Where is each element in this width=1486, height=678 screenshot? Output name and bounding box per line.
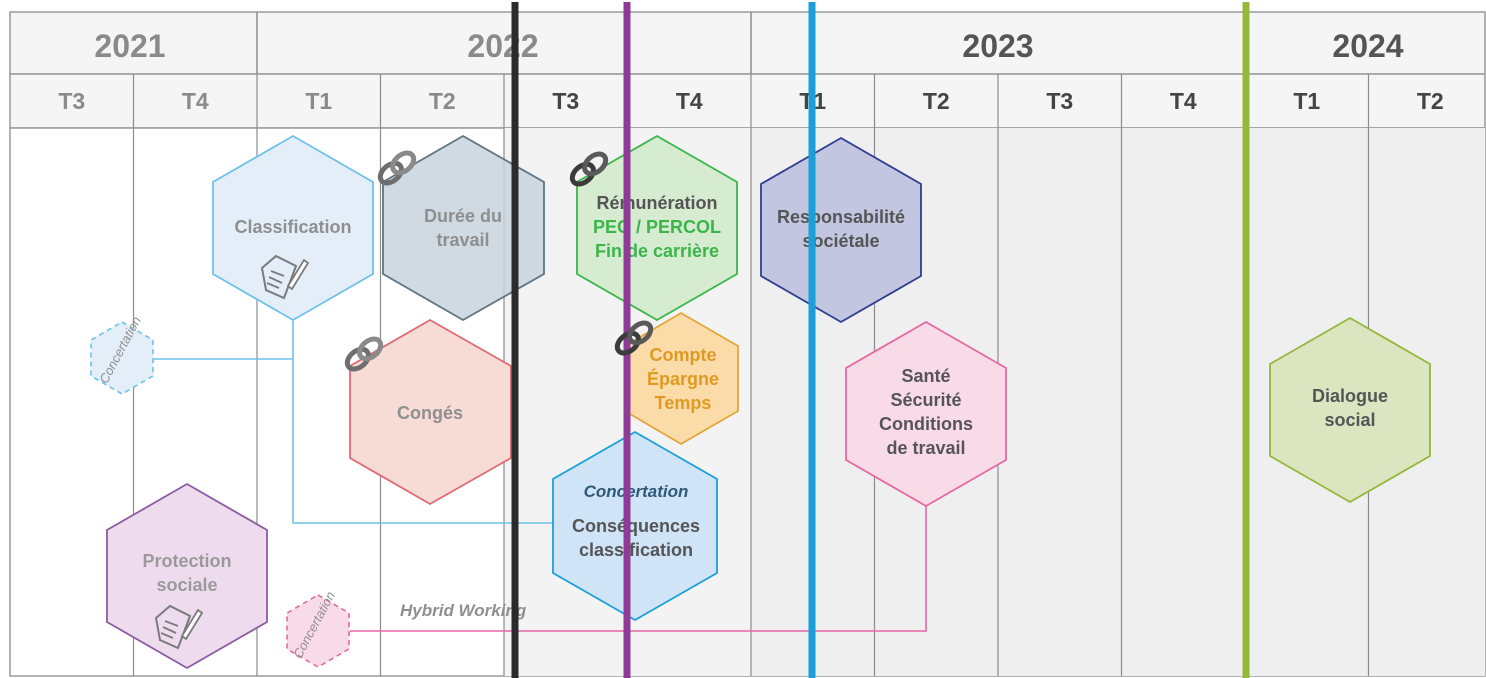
quarter-label: T3 bbox=[58, 88, 85, 114]
quarter-label: T1 bbox=[305, 88, 332, 114]
topic-header: Concertation bbox=[584, 482, 689, 501]
quarter-label: T4 bbox=[676, 88, 703, 114]
year-2024: 2024 bbox=[1332, 28, 1403, 64]
document-pen-icon bbox=[154, 604, 204, 650]
year-2022: 2022 bbox=[467, 28, 538, 64]
quarter-label: T2 bbox=[1417, 88, 1444, 114]
hybrid-working-label: Hybrid Working bbox=[400, 601, 527, 620]
chain-link-icon bbox=[614, 320, 654, 356]
year-2023: 2023 bbox=[962, 28, 1033, 64]
quarter-row bbox=[9, 73, 1486, 129]
quarter-label: T1 bbox=[1293, 88, 1320, 114]
chain-link-icon bbox=[377, 150, 417, 186]
quarter-label: T2 bbox=[429, 88, 456, 114]
topic-label: Congés bbox=[397, 403, 463, 423]
quarter-label: T4 bbox=[182, 88, 209, 114]
quarter-label: T2 bbox=[923, 88, 950, 114]
year-row bbox=[9, 11, 1486, 75]
chain-link-icon bbox=[569, 151, 609, 187]
document-pen-icon bbox=[260, 254, 310, 300]
concertation-badge-pink[interactable]: Concertation bbox=[286, 589, 350, 668]
concertation-connector-blue bbox=[152, 320, 555, 524]
year-2021: 2021 bbox=[94, 28, 165, 64]
topic-conges[interactable]: Congés bbox=[349, 318, 512, 506]
concertation-connector-pink bbox=[350, 506, 927, 632]
topic-classification[interactable]: Classification bbox=[212, 134, 374, 322]
topic-label: Classification bbox=[234, 217, 351, 237]
quarter-label: T4 bbox=[1170, 88, 1197, 114]
chain-link-icon bbox=[344, 336, 384, 372]
quarter-label: T3 bbox=[552, 88, 579, 114]
quarter-label: T3 bbox=[1046, 88, 1073, 114]
